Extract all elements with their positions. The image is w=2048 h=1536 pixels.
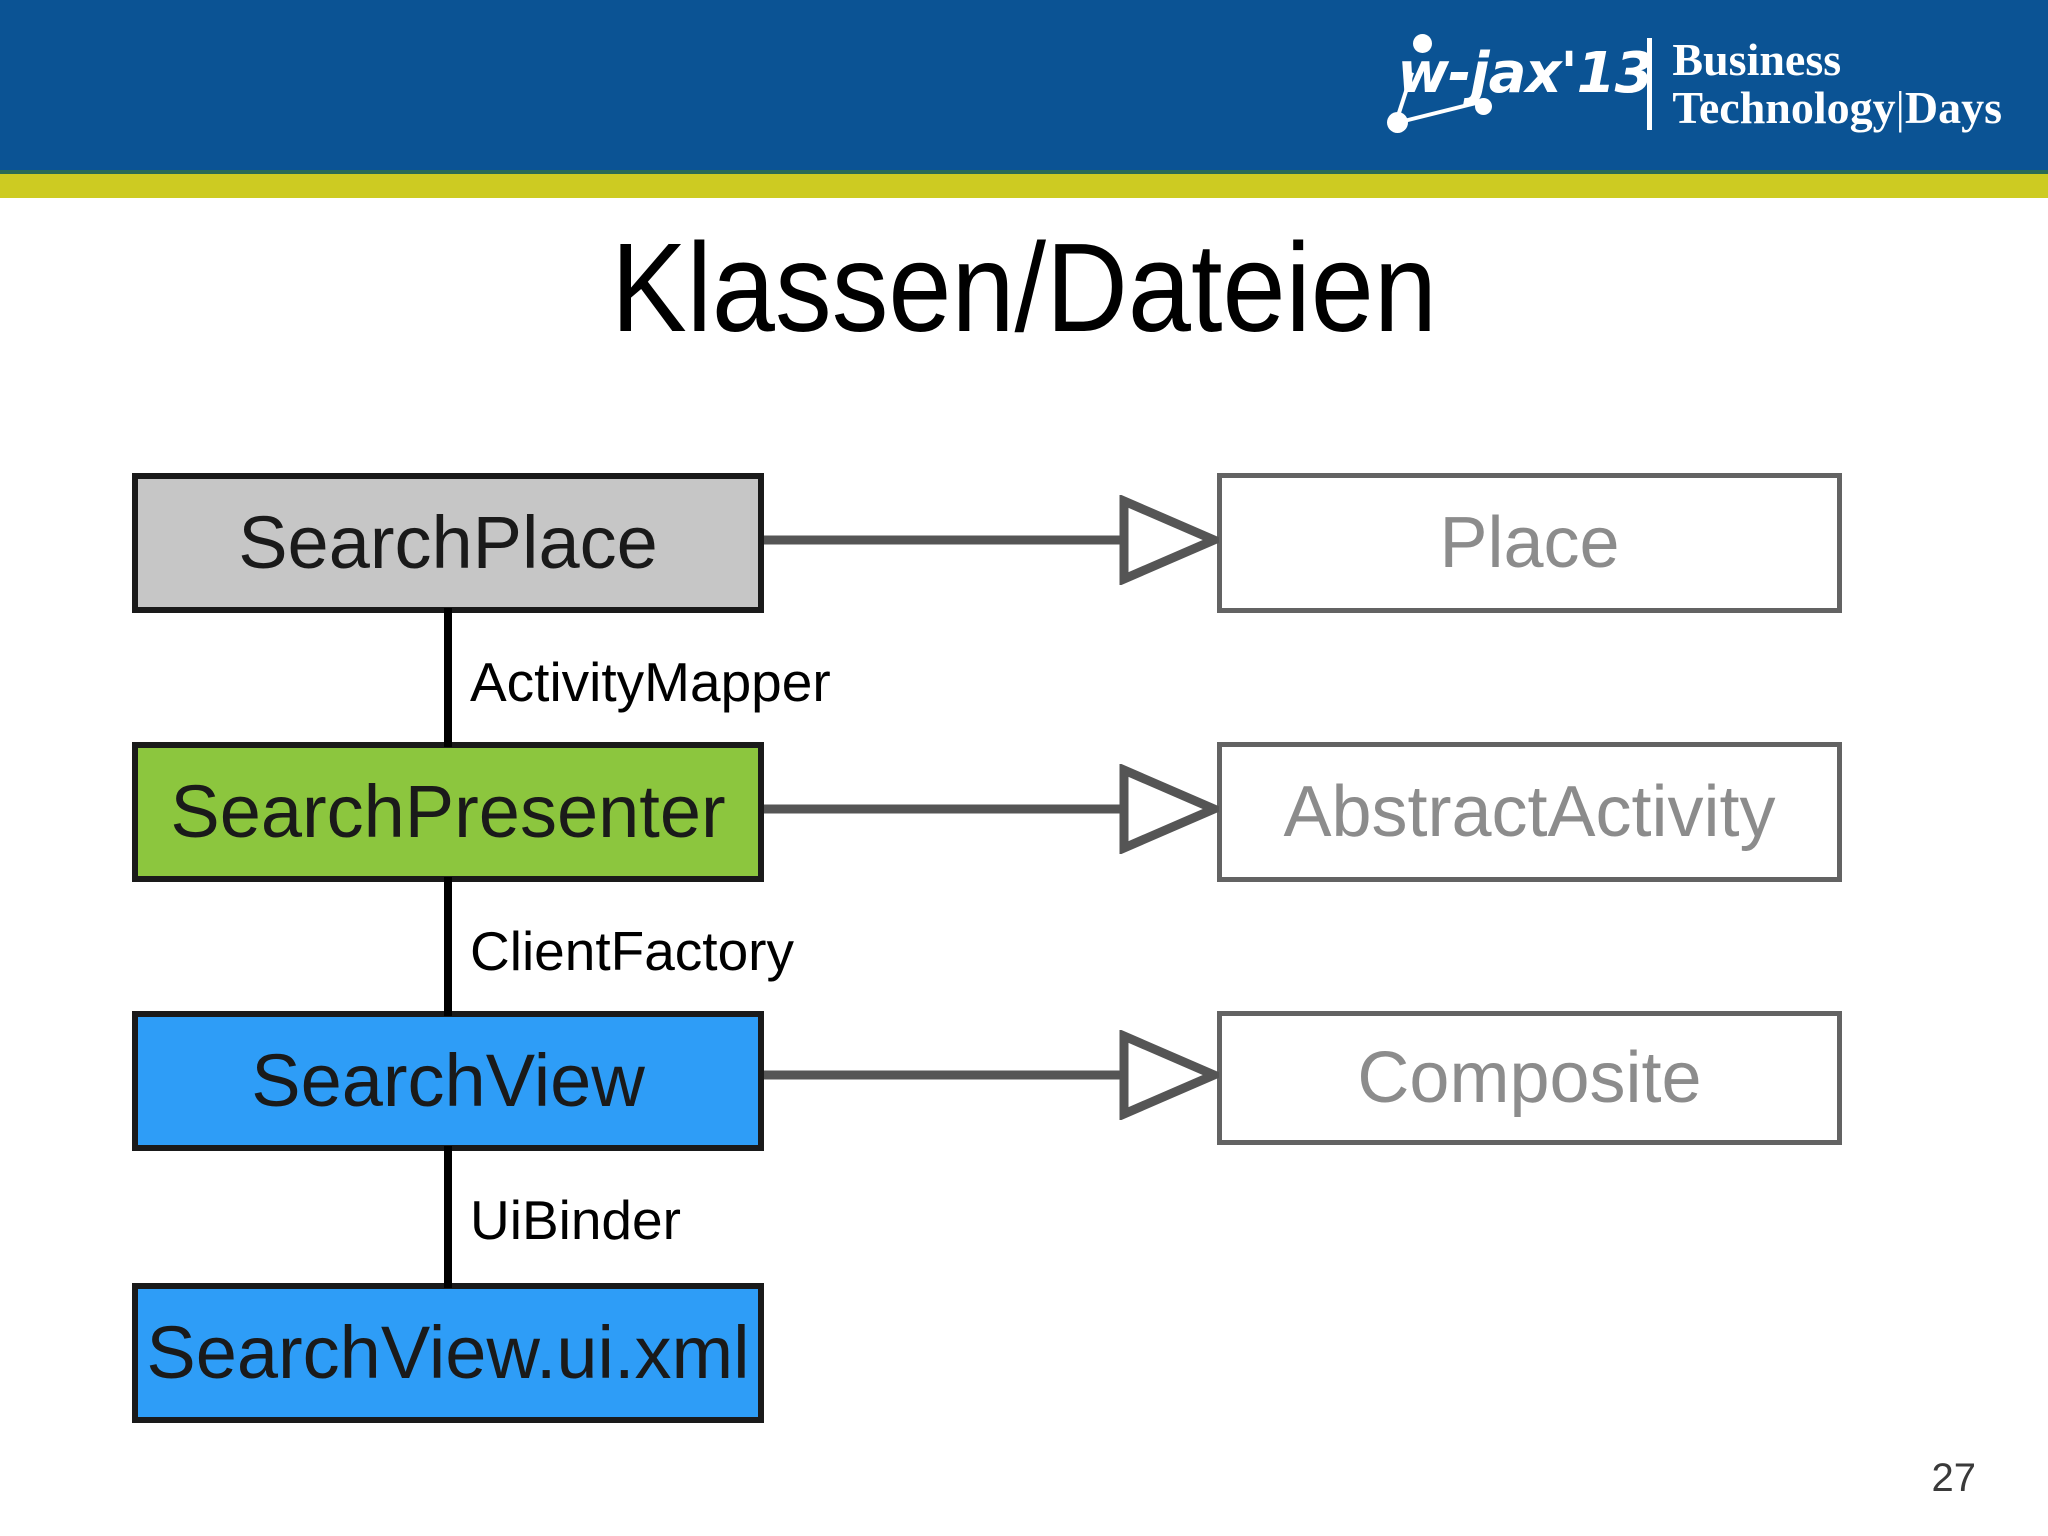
page-number: 27 <box>1931 1456 1977 1500</box>
connector-label-clientfactory: ClientFactory <box>470 920 794 982</box>
generalization-arrow-searchview-composite <box>764 1030 1219 1120</box>
logo-node-icon <box>1413 34 1433 53</box>
logo-tagline-separator: | <box>1895 82 1905 133</box>
node-place-label: Place <box>1439 503 1620 583</box>
node-searchview-label: SearchView <box>251 1039 645 1122</box>
header-band <box>0 0 2048 172</box>
logo-tagline-line1: Business <box>1672 33 1842 85</box>
node-searchplace[interactable]: SearchPlace <box>132 473 764 613</box>
node-place[interactable]: Place <box>1217 473 1842 613</box>
wjax-logo: w-jax'13 Business Technology|Days <box>1383 28 2002 140</box>
node-searchview-ui-xml[interactable]: SearchView.ui.xml <box>132 1283 764 1423</box>
node-searchview-ui-xml-label: SearchView.ui.xml <box>146 1311 750 1394</box>
node-composite-label: Composite <box>1357 1038 1702 1118</box>
connector-label-uibinder: UiBinder <box>470 1189 681 1251</box>
node-searchview[interactable]: SearchView <box>132 1011 764 1151</box>
node-searchpresenter[interactable]: SearchPresenter <box>132 742 764 882</box>
header-accent-bar <box>0 174 2048 198</box>
node-abstractactivity[interactable]: AbstractActivity <box>1217 742 1842 882</box>
connector-label-activitymapper: ActivityMapper <box>470 651 831 713</box>
connector-searchpresenter-searchview <box>444 877 452 1016</box>
logo-wordmark-text: w-jax'13 <box>1397 41 1653 106</box>
generalization-arrow-searchpresenter-abstractactivity <box>764 764 1219 854</box>
page-title: Klassen/Dateien <box>611 217 1437 358</box>
logo-tagline-line2b: Days <box>1904 82 2002 133</box>
logo-divider <box>1647 38 1653 130</box>
node-abstractactivity-label: AbstractActivity <box>1283 772 1776 852</box>
connector-searchview-searchviewuixml <box>444 1146 452 1288</box>
generalization-arrow-searchplace-place <box>764 495 1219 585</box>
node-composite[interactable]: Composite <box>1217 1011 1842 1145</box>
node-searchpresenter-label: SearchPresenter <box>170 770 726 853</box>
logo-tagline-line2a: Technology <box>1672 82 1896 133</box>
connector-searchplace-searchpresenter <box>444 608 452 747</box>
header-rule-divider <box>0 170 2048 174</box>
logo-tagline: Business Technology|Days <box>1672 33 2002 133</box>
wjax-logo-mark-icon: w-jax'13 <box>1383 32 1654 136</box>
node-searchplace-label: SearchPlace <box>238 501 658 584</box>
